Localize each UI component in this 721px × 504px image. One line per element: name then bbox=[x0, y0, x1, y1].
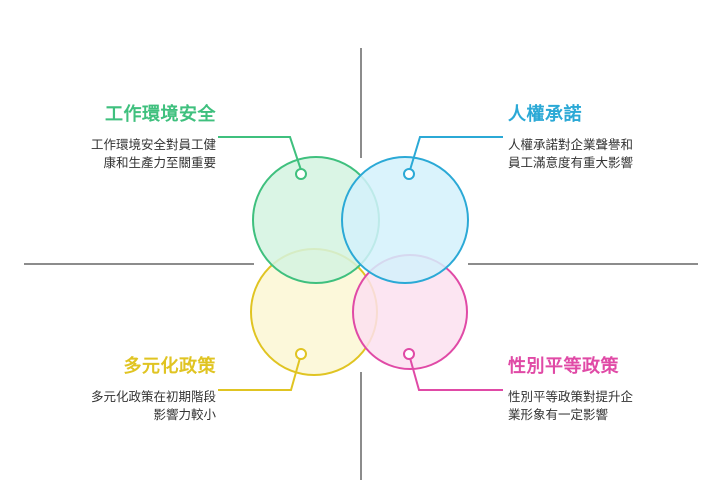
desc-gender-equality-policy-line2: 業形象有一定影響 bbox=[508, 407, 609, 422]
desc-workplace-safety-line1: 工作環境安全對員工健 bbox=[90, 137, 216, 152]
desc-gender-equality-policy: 性別平等政策對提升企 業形象有一定影響 bbox=[508, 388, 633, 424]
desc-workplace-safety-line2: 康和生產力至關重要 bbox=[103, 155, 216, 170]
connector-human-rights bbox=[409, 136, 503, 171]
title-workplace-safety: 工作環境安全 bbox=[105, 104, 216, 125]
desc-human-rights: 人權承諾對企業聲譽和 員工滿意度有重大影響 bbox=[508, 136, 633, 172]
desc-workplace-safety: 工作環境安全對員工健 康和生產力至關重要 bbox=[91, 136, 216, 172]
connector-dot-human-rights bbox=[403, 168, 415, 180]
desc-gender-equality-policy-line1: 性別平等政策對提升企 bbox=[508, 389, 634, 404]
connector-dot-workplace-safety bbox=[295, 168, 307, 180]
title-diversity-policy: 多元化政策 bbox=[123, 356, 216, 377]
connector-dot-gender-equality-policy bbox=[403, 348, 415, 360]
connector-dot-diversity-policy bbox=[295, 348, 307, 360]
connector-diversity-policy bbox=[218, 357, 301, 391]
title-human-rights: 人權承諾 bbox=[508, 104, 582, 125]
desc-human-rights-line1: 人權承諾對企業聲譽和 bbox=[508, 137, 634, 152]
connector-gender-equality-policy bbox=[409, 357, 503, 391]
circle-human-rights bbox=[341, 156, 469, 284]
desc-human-rights-line2: 員工滿意度有重大影響 bbox=[508, 155, 634, 170]
desc-diversity-policy-line1: 多元化政策在初期階段 bbox=[90, 389, 216, 404]
desc-diversity-policy: 多元化政策在初期階段 影響力較小 bbox=[91, 388, 216, 424]
title-gender-equality-policy: 性別平等政策 bbox=[508, 356, 619, 377]
connector-workplace-safety bbox=[218, 136, 302, 171]
desc-diversity-policy-line2: 影響力較小 bbox=[153, 407, 216, 422]
